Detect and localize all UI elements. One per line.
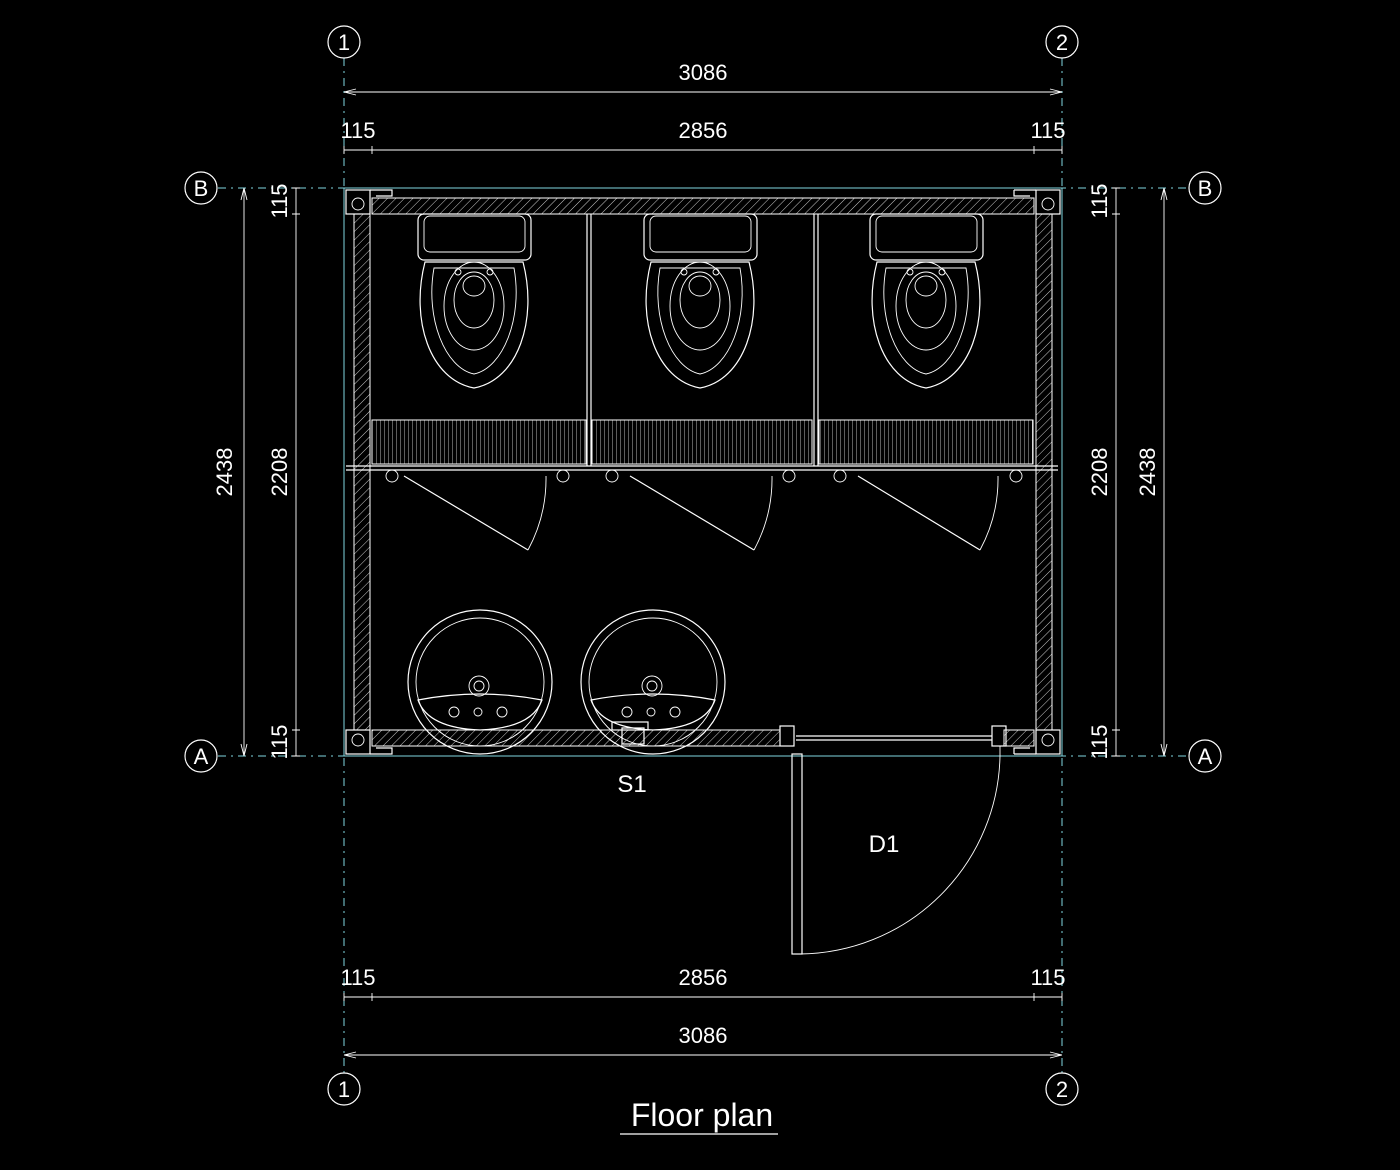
walls (343, 187, 1063, 757)
dim-left-overall: 2438 (212, 187, 248, 757)
svg-text:1: 1 (338, 1077, 350, 1102)
sink-2 (580, 609, 726, 755)
svg-text:2208: 2208 (1087, 448, 1112, 497)
svg-text:2438: 2438 (1135, 448, 1160, 497)
svg-text:2208: 2208 (267, 448, 292, 497)
grid-bubble-b-left: B (184, 171, 218, 205)
svg-text:2856: 2856 (679, 118, 728, 143)
grid-bubble-2-bottom: 2 (1045, 1072, 1079, 1106)
dim-bottom-inner: 115 2856 115 (340, 965, 1066, 1001)
stall-door-3 (833, 469, 1023, 551)
svg-text:115: 115 (1087, 724, 1112, 759)
svg-text:B: B (194, 176, 209, 201)
svg-text:115: 115 (267, 724, 292, 759)
svg-text:A: A (1198, 744, 1213, 769)
svg-text:3086: 3086 (679, 60, 728, 85)
dim-bottom-overall: 3086 (343, 1023, 1063, 1059)
svg-text:115: 115 (1087, 183, 1112, 218)
sink-tag: S1 (617, 771, 646, 798)
toilet-3 (869, 213, 984, 389)
svg-text:115: 115 (340, 118, 375, 143)
svg-text:115: 115 (267, 183, 292, 218)
svg-text:A: A (194, 744, 209, 769)
sink-1 (407, 609, 553, 755)
svg-text:3086: 3086 (679, 1023, 728, 1048)
grid-bubble-a-left: A (184, 739, 218, 773)
grid-bubble-2-top: 2 (1045, 25, 1079, 59)
stall-partitions (346, 214, 1058, 471)
svg-text:2438: 2438 (212, 448, 237, 497)
toilet-2 (643, 213, 758, 389)
svg-text:B: B (1198, 176, 1213, 201)
svg-text:2856: 2856 (679, 965, 728, 990)
svg-text:115: 115 (340, 965, 375, 990)
door-tag: D1 (869, 831, 900, 858)
svg-text:1: 1 (338, 30, 350, 55)
stall-door-2 (605, 469, 796, 551)
dim-top-overall: 3086 (343, 60, 1063, 96)
svg-text:2: 2 (1056, 30, 1068, 55)
dim-right-inner: 115 2208 115 (1087, 183, 1120, 760)
dim-right-overall: 2438 (1135, 187, 1168, 757)
dim-left-inner: 115 2208 115 (267, 183, 300, 760)
grid-bubble-b-right: B (1188, 171, 1222, 205)
entrance-door (779, 725, 1007, 955)
grid-bubble-1-bottom: 1 (327, 1072, 361, 1106)
grid-bubble-a-right: A (1188, 739, 1222, 773)
toilet-1 (417, 213, 532, 389)
stall-door-1 (385, 469, 570, 551)
svg-text:115: 115 (1030, 118, 1065, 143)
dim-top-inner: 115 2856 115 (340, 118, 1066, 154)
drawing-title: Floor plan (631, 1097, 773, 1133)
svg-text:2: 2 (1056, 1077, 1068, 1102)
svg-text:115: 115 (1030, 965, 1065, 990)
grid-bubble-1-top: 1 (327, 25, 361, 59)
